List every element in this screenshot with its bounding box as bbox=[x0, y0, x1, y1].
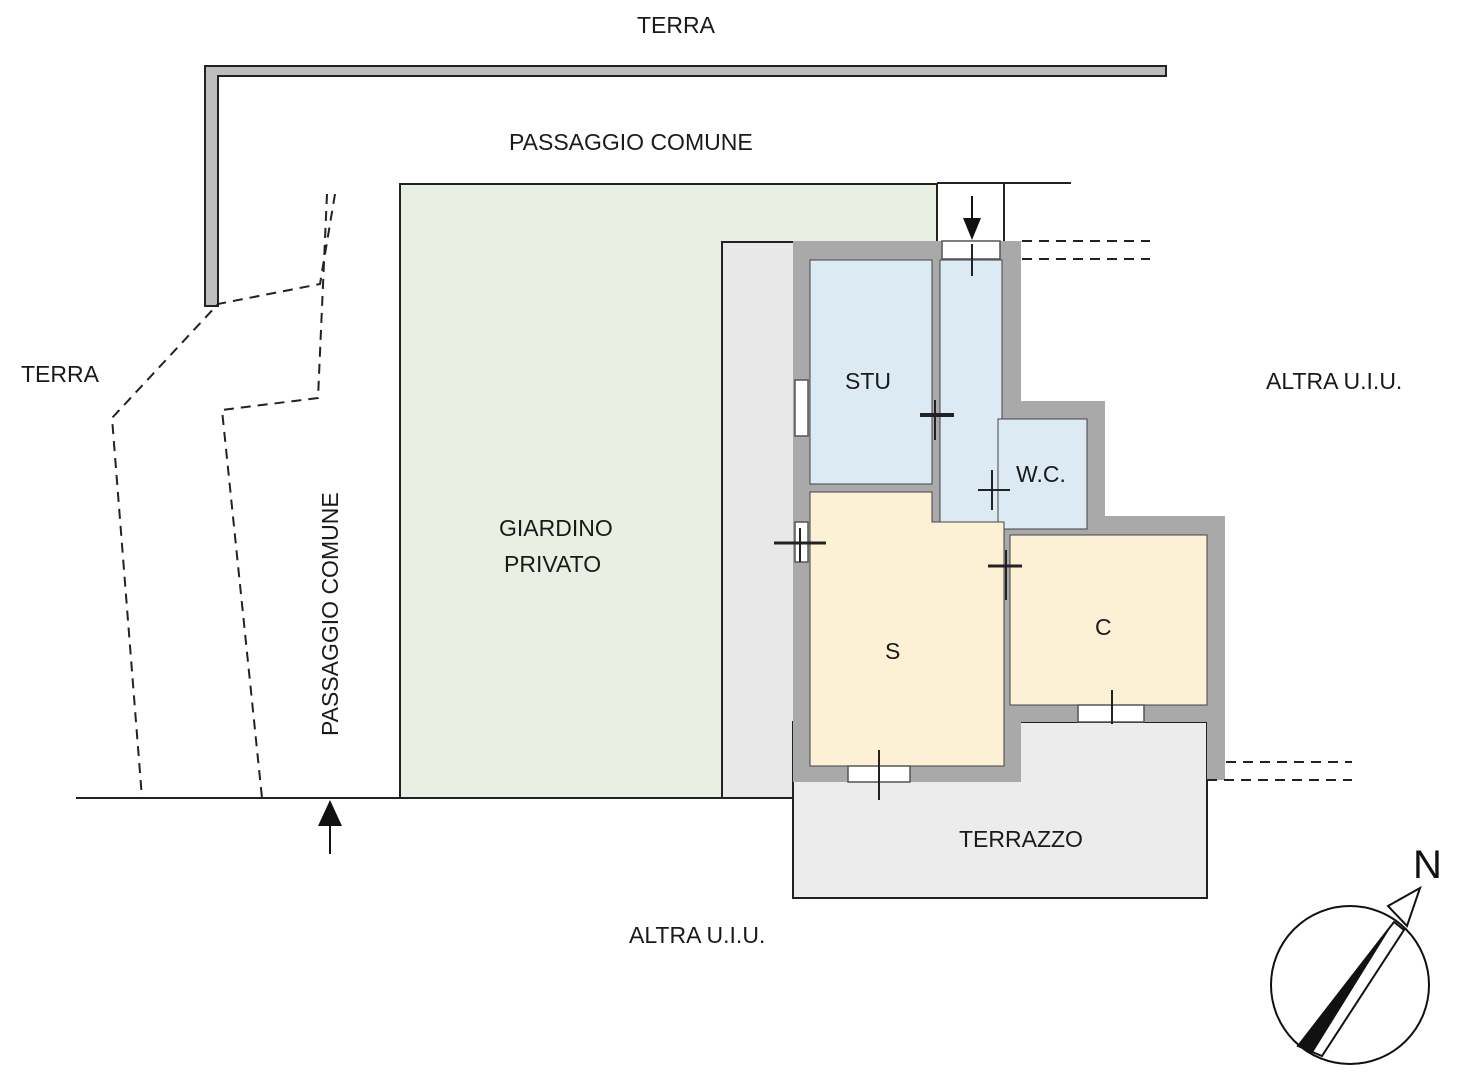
room-s bbox=[809, 491, 1005, 767]
room-label-stu: STU bbox=[845, 368, 891, 394]
room-wc bbox=[997, 418, 1088, 530]
entry-arrow-bottom bbox=[318, 800, 342, 854]
window-stu-west bbox=[794, 379, 809, 437]
north-compass-icon: N bbox=[1270, 843, 1442, 1065]
label-passaggio-comune-left: PASSAGGIO COMUNE bbox=[317, 492, 343, 736]
label-terrazzo: TERRAZZO bbox=[959, 826, 1083, 852]
room-c bbox=[1009, 534, 1208, 706]
boundary-wall-top bbox=[204, 65, 1167, 307]
room-label-c: C bbox=[1095, 614, 1112, 640]
room-label-s: S bbox=[885, 638, 900, 664]
label-altra-uiu-right: ALTRA U.I.U. bbox=[1266, 368, 1402, 394]
side-corridor bbox=[721, 241, 795, 799]
label-privato: PRIVATO bbox=[504, 551, 601, 577]
label-giardino: GIARDINO bbox=[499, 515, 613, 541]
north-label: N bbox=[1413, 843, 1442, 887]
room-stu bbox=[809, 259, 933, 485]
passage-dashed-inner bbox=[220, 193, 328, 799]
door-marks bbox=[774, 244, 1113, 800]
neighbour-dashed-top bbox=[1022, 240, 1150, 260]
label-terra-top: TERRA bbox=[637, 12, 716, 38]
label-altra-uiu-bottom: ALTRA U.I.U. bbox=[629, 922, 765, 948]
passage-dashed-outer bbox=[110, 193, 336, 799]
room-label-wc: W.C. bbox=[1016, 461, 1066, 487]
label-passaggio-comune-top: PASSAGGIO COMUNE bbox=[509, 129, 753, 155]
neighbour-dashed-bottom bbox=[1207, 761, 1352, 781]
entry-arrow-top bbox=[963, 196, 981, 240]
label-terra-left: TERRA bbox=[21, 361, 100, 387]
